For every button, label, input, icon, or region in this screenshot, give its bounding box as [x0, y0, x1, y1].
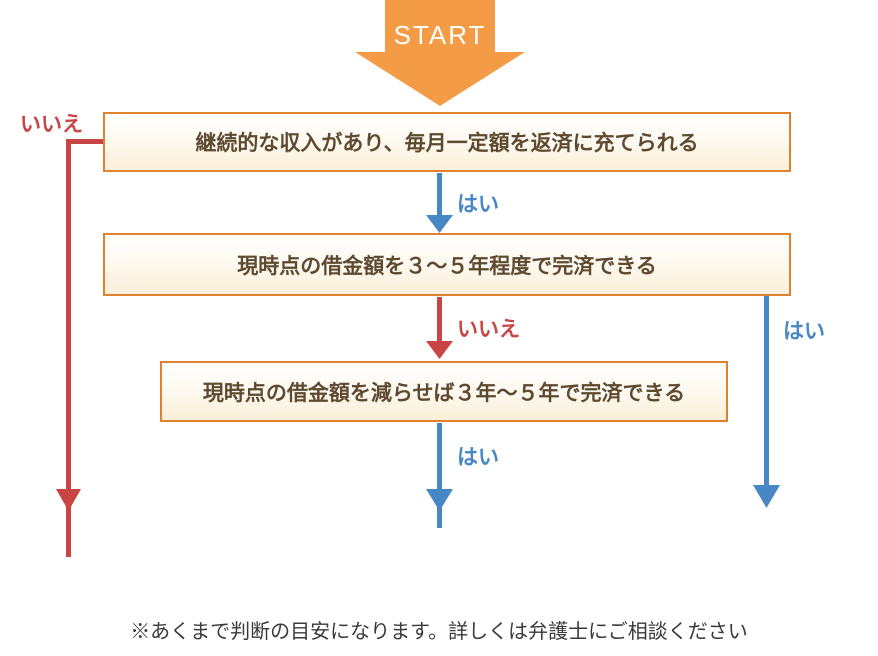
edge-label-yes-3: はい: [457, 446, 499, 469]
flow-box-income-text: 継続的な収入があり、毎月一定額を返済に充てられる: [195, 131, 699, 155]
flow-box-repay-if-reduced-text: 現時点の借金額を減らせば３年～５年で完済できる: [202, 380, 686, 405]
edge-label-no-left: いいえ: [20, 113, 83, 136]
flow-box-repay-if-reduced: 現時点の借金額を減らせば３年～５年で完済できる: [160, 361, 728, 422]
edge-no-left-line: [56, 139, 103, 557]
edge-yes-1-arrowhead: [426, 215, 453, 233]
flow-box-repay-3to5: 現時点の借金額を３～５年程度で完済できる: [103, 233, 791, 296]
edge-yes-right-arrow: [753, 296, 780, 508]
edge-label-no-2: いいえ: [457, 318, 520, 341]
edge-label-yes-right: はい: [783, 320, 825, 343]
edge-no-2-arrowhead: [426, 341, 453, 359]
edge-yes-1-arrow: [426, 173, 453, 233]
start-label: START: [393, 20, 487, 50]
start-arrow-shape: [355, 0, 525, 106]
edge-no-left-arrowhead: [56, 489, 81, 511]
edge-no-2-arrow: [426, 297, 453, 359]
edge-yes-3-arrow: [426, 423, 453, 528]
footnote: ※あくまで判断の目安になります。詳しくは弁護士にご相談ください: [130, 621, 748, 643]
edge-yes-1-shaft: [437, 173, 442, 216]
edge-yes-3-shaft: [437, 423, 442, 528]
flow-box-income: 継続的な収入があり、毎月一定額を返済に充てられる: [103, 112, 791, 172]
edge-no-left-vertical-segment: [66, 139, 71, 557]
edge-yes-3-arrowhead: [426, 489, 453, 511]
edge-label-yes-1: はい: [457, 193, 499, 216]
edge-no-left-horizontal-segment: [66, 139, 103, 144]
edge-yes-right-shaft: [764, 296, 769, 486]
edge-no-2-shaft: [437, 297, 442, 342]
edge-yes-right-arrowhead: [753, 485, 780, 508]
flow-box-repay-3to5-text: 現時点の借金額を３～５年程度で完済できる: [237, 253, 657, 278]
